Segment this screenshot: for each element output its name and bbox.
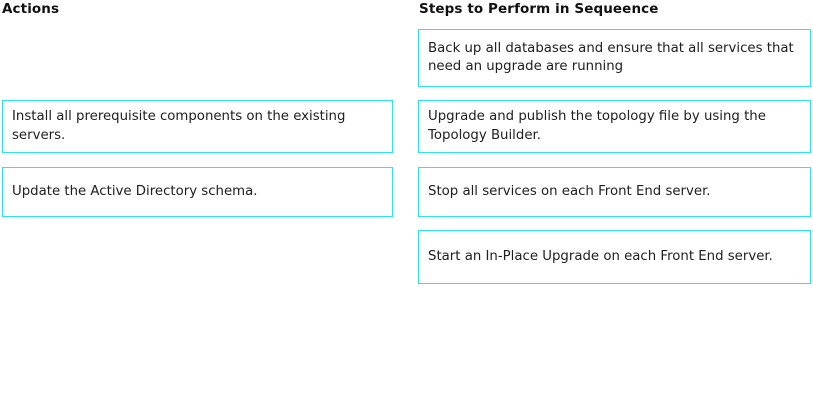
steps-column-header: Steps to Perform in Sequeence xyxy=(419,1,659,17)
action-card-label: Install all prerequisite components on t… xyxy=(12,109,346,143)
step-card[interactable]: Stop all services on each Front End serv… xyxy=(418,167,811,217)
step-card-label: Back up all databases and ensure that al… xyxy=(428,40,794,75)
step-card-label: Start an In-Place Upgrade on each Front … xyxy=(428,248,773,264)
actions-column-header: Actions xyxy=(2,1,60,17)
step-card[interactable]: Upgrade and publish the topology file by… xyxy=(418,100,811,153)
action-card-label: Update the Active Directory schema. xyxy=(12,183,258,199)
step-card-label: Stop all services on each Front End serv… xyxy=(428,183,711,199)
step-card[interactable]: Start an In-Place Upgrade on each Front … xyxy=(418,230,811,284)
step-card-label: Upgrade and publish the topology file by… xyxy=(428,109,766,143)
step-card[interactable]: Back up all databases and ensure that al… xyxy=(418,29,811,87)
action-card[interactable]: Install all prerequisite components on t… xyxy=(2,100,393,153)
action-card[interactable]: Update the Active Directory schema. xyxy=(2,167,393,217)
